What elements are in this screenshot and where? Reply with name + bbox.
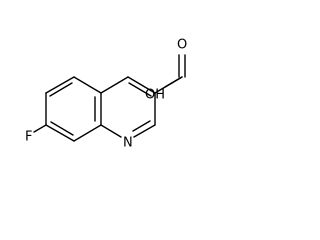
nitrogen-label: N xyxy=(123,136,133,151)
hydroxyl-label: OH xyxy=(145,88,165,103)
bond-n1-c8a xyxy=(100,124,122,138)
bond-c5-c6 xyxy=(45,76,75,94)
bond-c4-c3-inner xyxy=(128,82,152,97)
bond-c7-f xyxy=(33,124,47,133)
bond-c7-c8 xyxy=(45,124,75,142)
bond-c4a-c4 xyxy=(100,76,129,94)
carboxylic-acid-group xyxy=(154,54,186,94)
bond-c7-c8-inner xyxy=(50,121,74,136)
bond-c4a-c5 xyxy=(73,76,102,94)
pyridine-ring xyxy=(100,76,156,138)
bond-c2-n1 xyxy=(133,124,156,138)
bond-c8-c8a xyxy=(73,124,102,142)
bond-c2-n1-inner xyxy=(132,120,151,132)
bond-c4-c3 xyxy=(127,76,156,94)
bond-c-oh xyxy=(164,76,183,88)
carbonyl-oxygen-label: O xyxy=(177,38,187,53)
fluorine-label: F xyxy=(25,130,32,145)
bond-c6-c5-inner xyxy=(49,82,73,97)
benzene-ring xyxy=(45,76,102,142)
quinoline-carboxylic-acid-structure: F N O OH xyxy=(25,38,187,151)
